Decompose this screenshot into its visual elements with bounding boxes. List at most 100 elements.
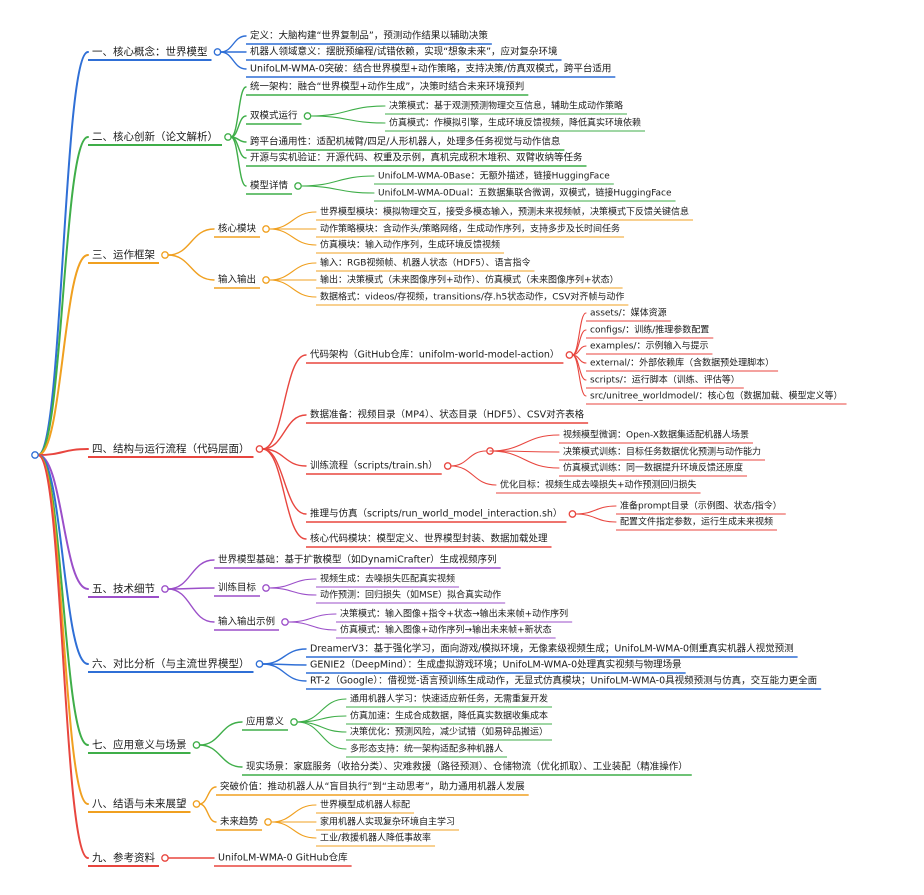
connector-line — [268, 279, 317, 298]
leaf-node: 家用机器人实现复杂环境自主学习 — [320, 816, 455, 828]
leaf-node: 视频生成：去噪损失匹配真实视频 — [320, 573, 455, 585]
collapse-toggle-icon[interactable] — [303, 112, 312, 120]
leaf-node: 世界模型模块：模拟物理交互，接受多模态输入，预测未来视频帧，决策模式下反馈关键信… — [320, 206, 689, 218]
collapse-toggle-icon[interactable] — [568, 510, 577, 518]
collapse-toggle-icon[interactable] — [565, 351, 574, 359]
leaf-node: 工业/救援机器人降低事故率 — [320, 832, 431, 844]
connector-line — [300, 175, 375, 187]
leaf-node: 核心代码模块：模型定义、世界模型封装、数据加载处理 — [310, 533, 548, 545]
connector-line — [287, 613, 337, 623]
collapse-toggle-icon[interactable] — [255, 660, 264, 668]
leaf-node: 决策模式：基于观测预测物理交互信息，辅助生成动作策略 — [389, 100, 623, 112]
collapse-toggle-icon[interactable] — [262, 225, 270, 233]
leaf-node: 输入：RGB视频帧、机器人状态（HDF5）、语言指令 — [320, 257, 531, 269]
connector-line — [489, 434, 560, 452]
connector-line — [198, 744, 243, 768]
connector-line — [300, 185, 375, 194]
collapse-toggle-icon[interactable] — [294, 182, 302, 190]
leaf-node: 世界模型基础：基于扩散模型（如DynamiCrafter）生成视频序列 — [218, 554, 497, 566]
leaf-node: UnifoLM-WMA-0Base：无额外描述，链接HuggingFace — [378, 170, 610, 182]
leaf-node: 输出：决策模式（未来图像序列+动作）、仿真模式（未来图像序列+状态） — [320, 274, 619, 286]
leaf-node: 仿真模式：输入图像+动作序列→输出未来帧+新状态 — [340, 624, 552, 636]
leaf-node: 准备prompt目录（示例图、状态/指令） — [620, 500, 782, 512]
leaf-node: RT-2（Google）：借视觉-语言预训练生成动作，无显式仿真模块；Unifo… — [310, 675, 817, 687]
collapse-toggle-icon[interactable] — [255, 445, 264, 453]
branch-title-二-核心创新: 二、核心创新（论文解析） — [92, 130, 218, 143]
collapse-toggle-icon[interactable] — [443, 462, 452, 470]
branch-title-九-参考资料: 九、参考资料 — [92, 851, 155, 864]
leaf-node: examples/：示例输入与提示 — [590, 340, 708, 352]
connector-line — [167, 228, 215, 256]
collapse-toggle-icon[interactable] — [262, 584, 270, 592]
sub-branch-应用意义: 应用意义 — [246, 716, 285, 728]
leaf-node: 优化目标：视频生成去噪损失+动作预测回归损失 — [500, 479, 697, 491]
leaf-node: external/：外部依赖库（含数据预处理脚本） — [590, 357, 774, 369]
collapse-toggle-icon[interactable] — [213, 48, 222, 56]
connector-line — [261, 663, 307, 682]
leaf-node: 世界模型成机器人标配 — [320, 799, 410, 811]
connector-line — [268, 228, 317, 246]
root-node-icon[interactable] — [31, 451, 39, 459]
collapse-toggle-icon[interactable] — [281, 618, 289, 626]
leaf-node: 机器人领域意义：摆脱预编程/试错依赖，实现“想象未来”，应对复杂环境 — [250, 46, 558, 58]
connector-line — [450, 465, 497, 486]
sub-branch-推理与仿真: 推理与仿真（scripts/run_world_model_interactio… — [310, 508, 562, 520]
connector-line — [270, 821, 317, 839]
branch-title-一-核心概念: 一、核心概念：世界模型 — [92, 45, 208, 58]
leaf-node: 统一架构：融合“世界模型+动作生成”，决策时结合未来环境预判 — [250, 81, 524, 93]
sub-branch-模型详情: 模型详情 — [250, 180, 289, 192]
leaf-node: 决策模式训练：目标任务数据优化预测与动作能力 — [563, 446, 761, 458]
collapse-toggle-icon[interactable] — [262, 276, 270, 284]
branch-title-七-应用意义与场景: 七、应用意义与场景 — [92, 738, 187, 751]
collapse-toggle-icon[interactable] — [161, 854, 169, 862]
branch-title-八-结语与未来展望: 八、结语与未来展望 — [92, 797, 187, 810]
collapse-toggle-icon[interactable] — [290, 718, 298, 726]
connector-line — [268, 578, 317, 589]
leaf-node: UnifoLM-WMA-0突破：结合世界模型+动作策略，支持决策/仿真双模式，跨… — [250, 63, 611, 75]
sub-branch-未来趋势: 未来趋势 — [220, 816, 259, 828]
collapse-toggle-icon[interactable] — [192, 741, 201, 749]
connector-line — [198, 803, 217, 823]
connector-line — [268, 211, 317, 230]
connector-line — [37, 454, 89, 859]
connector-line — [219, 51, 247, 70]
connector-line — [261, 354, 307, 450]
connector-line — [198, 786, 217, 805]
branch-title-三-运作框架: 三、运作框架 — [92, 248, 155, 261]
connector-line — [167, 588, 215, 623]
sub-branch-输入输出示例: 输入输出示例 — [218, 616, 275, 628]
connector-line — [230, 86, 247, 138]
collapse-toggle-icon[interactable] — [161, 585, 169, 593]
sub-branch-输入输出: 输入输出 — [218, 274, 256, 286]
leaf-node: 动作策略模块：含动作头/策略网络，生成动作序列，支持多步及长时间任务 — [320, 223, 620, 235]
connector-line — [37, 254, 89, 456]
leaf-node: UnifoLM-WMA-0 GitHub仓库 — [218, 852, 348, 864]
connector-line — [219, 35, 247, 53]
sub-branch-代码架构: 代码架构（GitHub仓库：unifolm-world-model-action… — [310, 349, 559, 361]
branch-title-五-技术细节: 五、技术细节 — [92, 582, 155, 595]
leaf-node: 定义：大脑构建“世界复制品”，预测动作结果以辅助决策 — [250, 30, 488, 42]
leaf-node: 决策模式：输入图像+指令+状态→输出未来帧+动作序列 — [340, 608, 568, 620]
connector-line — [37, 448, 89, 456]
leaf-node: 多形态支持：统一架构适配多种机器人 — [350, 743, 503, 755]
collapse-toggle-icon[interactable] — [192, 800, 201, 808]
leaf-node: 仿真模式：作模拟引擎，生成环境反馈视频，降低真实环境依赖 — [389, 117, 641, 129]
connector-line — [37, 51, 89, 456]
leaf-node: src/unitree_worldmodel/：核心包（数据加载、模型定义等） — [590, 390, 843, 402]
collapse-toggle-icon[interactable] — [224, 133, 232, 141]
connector-line — [167, 254, 215, 281]
leaf-node: 数据准备：视频目录（MP4）、状态目录（HDF5）、CSV对齐表格 — [310, 409, 585, 421]
leaf-node: DreamerV3：基于强化学习，面向游戏/模拟环境，无像素级视频生成；Unif… — [310, 643, 794, 655]
connector-line — [296, 721, 347, 750]
leaf-node: 突破价值：推动机器人从“盲目执行”到“主动思考”，助力通用机器人发展 — [220, 781, 525, 793]
collapse-toggle-icon[interactable] — [264, 818, 272, 826]
connector-line — [37, 454, 89, 665]
connector-line — [261, 648, 307, 665]
collapse-toggle-icon[interactable] — [161, 251, 169, 259]
connector-line — [309, 105, 386, 117]
leaf-node: 仿真模块：输入动作序列，生成环境反馈视频 — [320, 239, 500, 251]
leaf-node: UnifoLM-WMA-0Dual：五数据集联合微调，双模式，链接Hugging… — [378, 187, 672, 199]
leaf-node: 仿真加速：生成合成数据，降低真实数据收集成本 — [350, 710, 548, 722]
connector-line — [309, 115, 386, 124]
